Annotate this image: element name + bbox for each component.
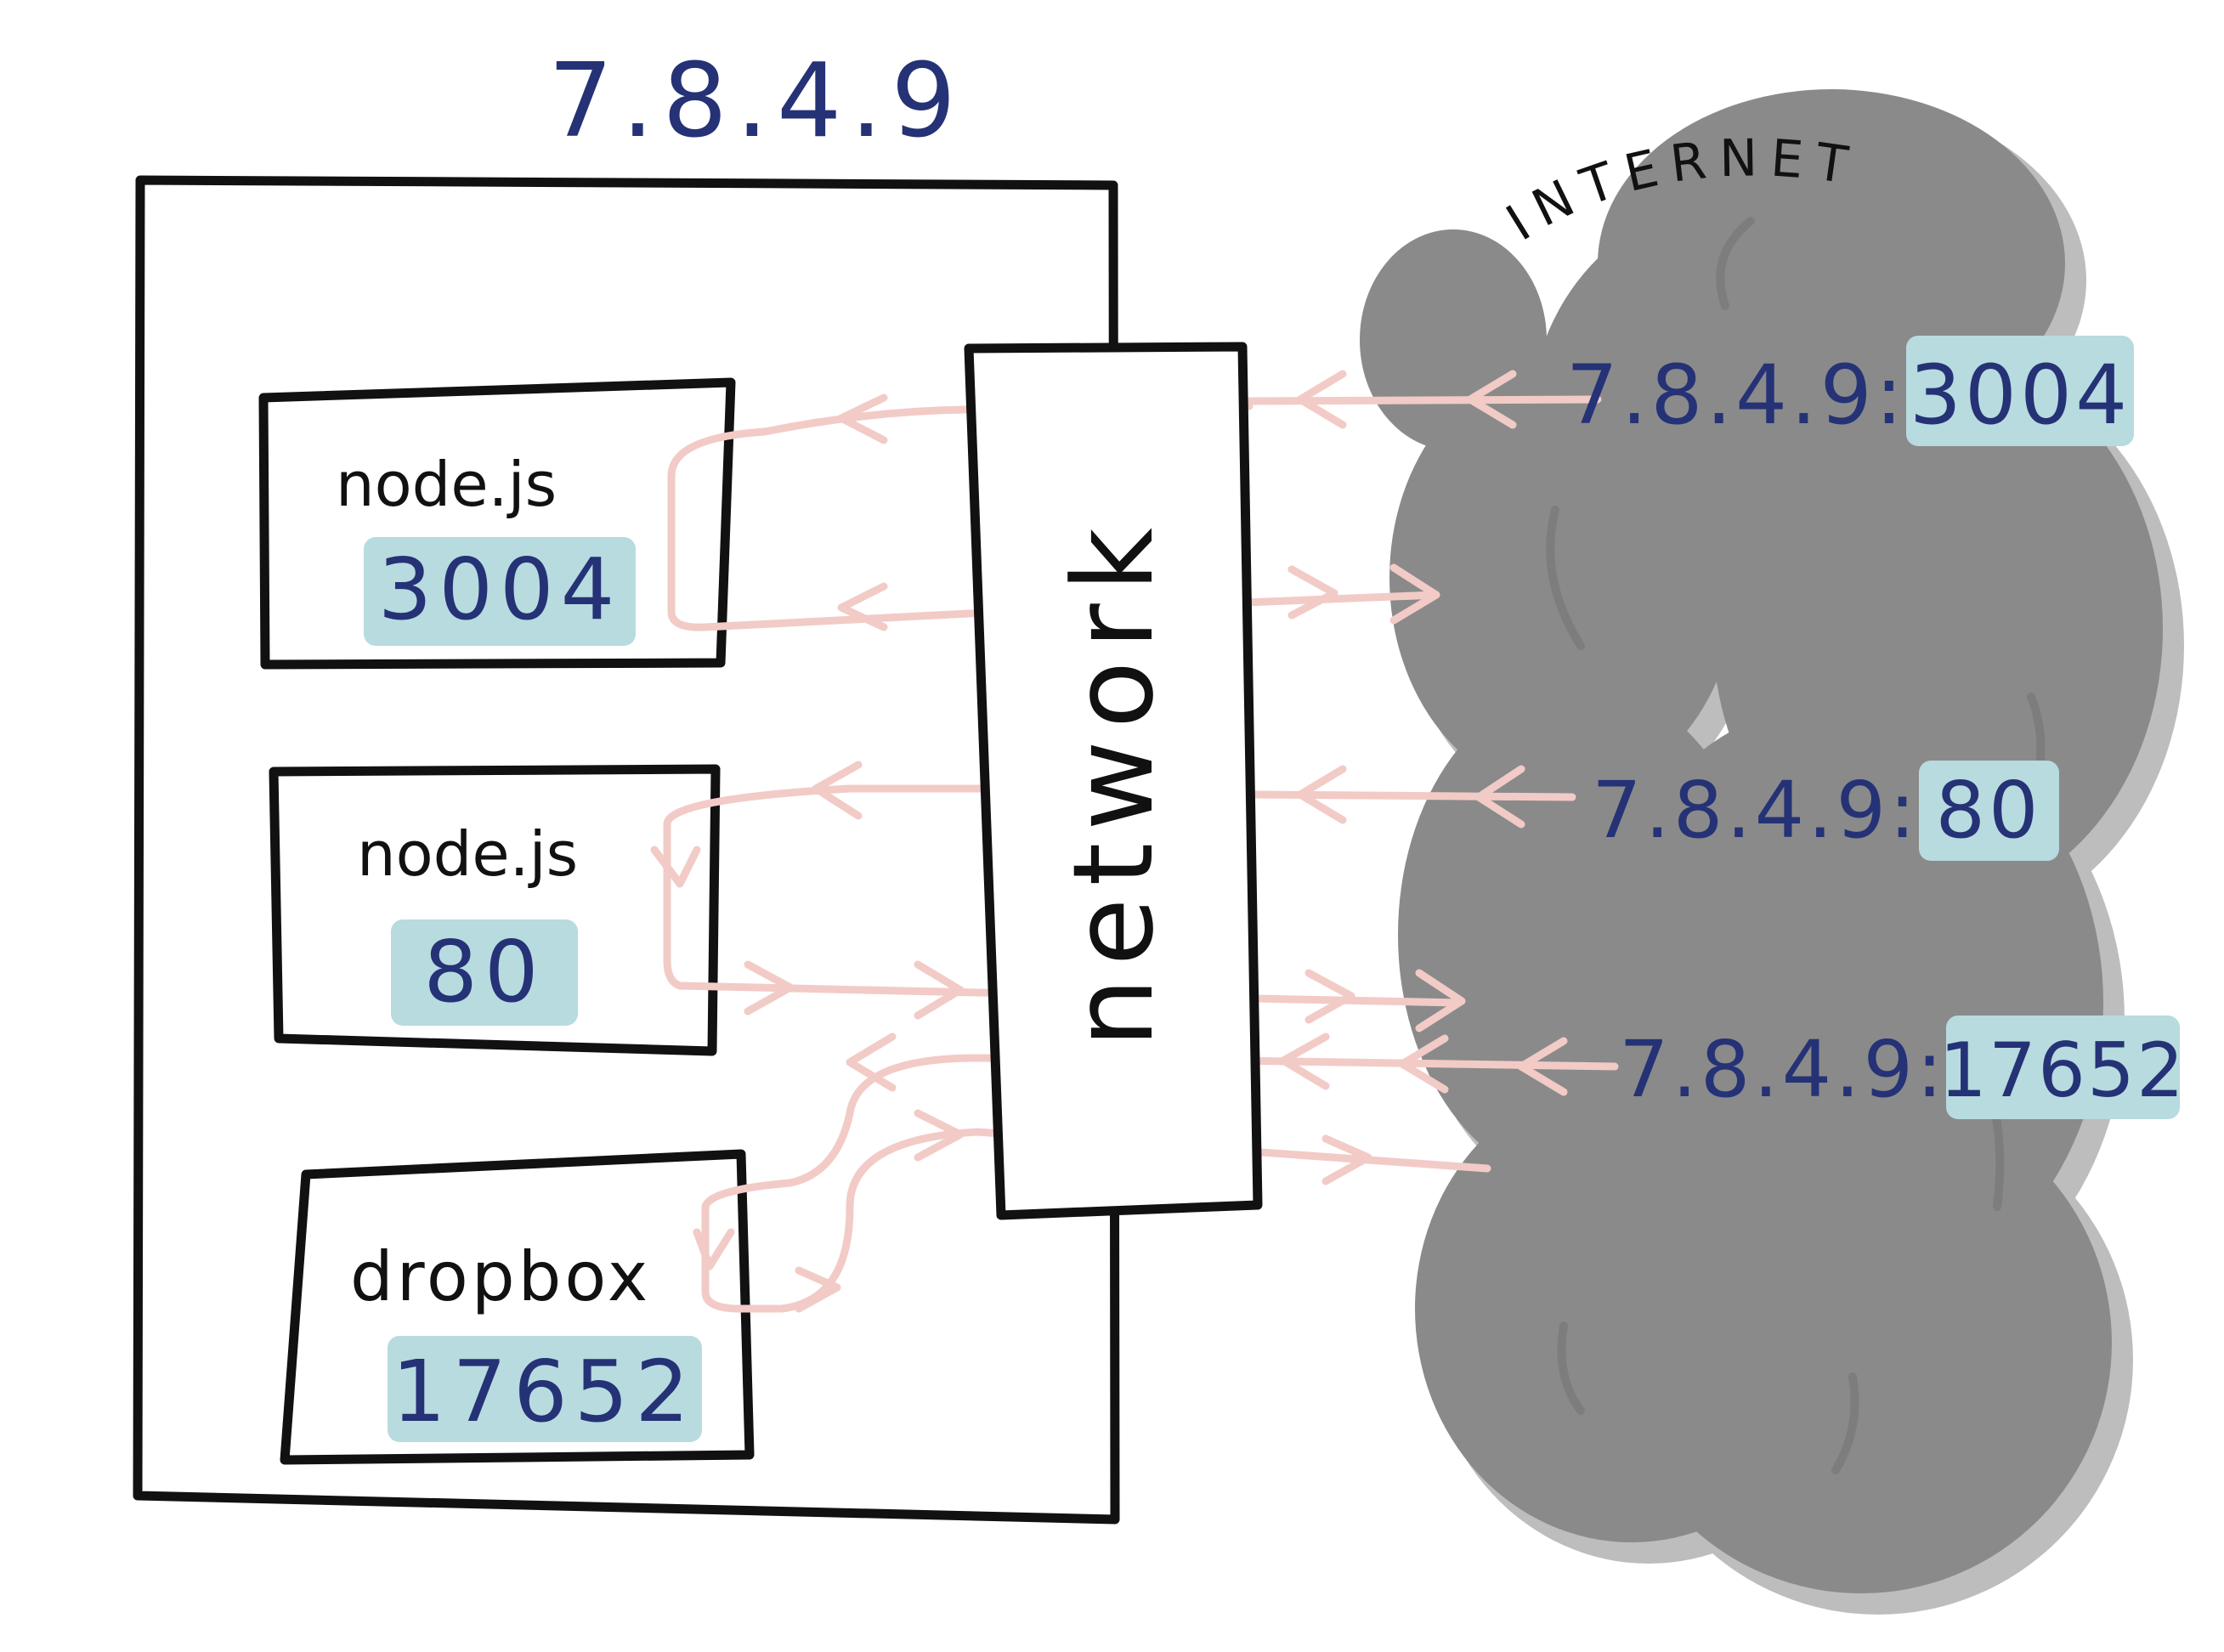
machine-ip-label: 7.8.4.9 xyxy=(548,42,965,161)
port-highlight xyxy=(1946,1016,2180,1119)
port-highlight xyxy=(388,1336,702,1442)
traffic-arrows xyxy=(650,370,1619,1313)
process-port: 80 xyxy=(423,922,545,1021)
process-box-nodejs-80: node.js 80 xyxy=(269,764,721,1056)
internet-cloud xyxy=(1360,89,2184,1615)
network-box: network xyxy=(964,342,1263,1220)
address-80: 7.8.4.9: 80 xyxy=(1592,761,2059,861)
address-port: 3004 xyxy=(1910,348,2131,443)
address-ip: 7.8.4.9: xyxy=(1566,348,1906,443)
port-highlight xyxy=(391,919,578,1026)
address-ip: 7.8.4.9: xyxy=(1619,1024,1946,1115)
process-name: dropbox xyxy=(350,1237,651,1316)
port-highlight xyxy=(1906,336,2134,446)
network-label: network xyxy=(1049,516,1178,1048)
port-highlight xyxy=(364,537,636,646)
address-port: 17652 xyxy=(1939,1027,2186,1114)
process-name: node.js xyxy=(336,449,557,520)
address-17652: 7.8.4.9: 17652 xyxy=(1619,1016,2186,1119)
process-box-dropbox-17652: dropbox 17652 xyxy=(280,1149,755,1465)
process-port: 17652 xyxy=(392,1342,696,1441)
port-highlight xyxy=(1919,761,2059,861)
address-ip: 7.8.4.9: xyxy=(1592,765,1919,856)
address-port: 80 xyxy=(1935,765,2041,856)
process-name: node.js xyxy=(357,818,578,890)
process-box-nodejs-3004: node.js 3004 xyxy=(258,377,736,670)
address-3004: 7.8.4.9: 3004 xyxy=(1566,336,2134,446)
process-port: 3004 xyxy=(378,540,622,639)
